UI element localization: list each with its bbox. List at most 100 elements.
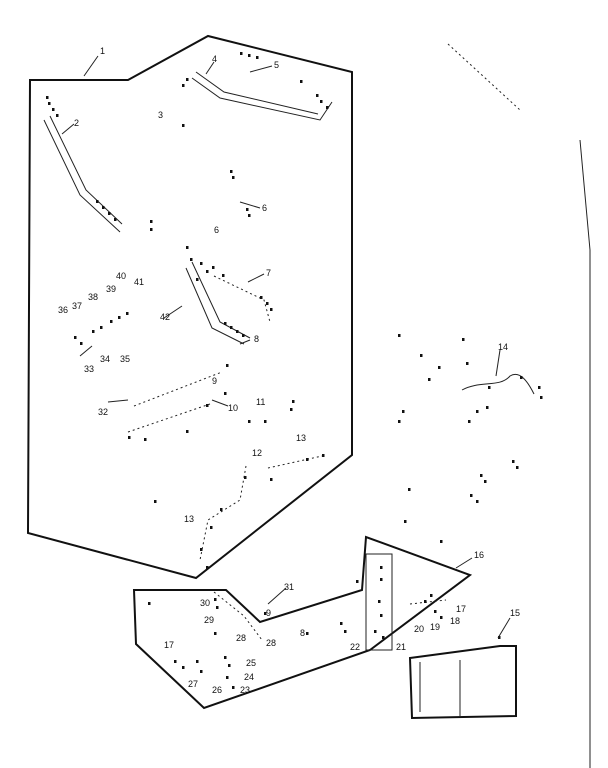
hardware-dot bbox=[380, 566, 383, 569]
hardware-dot bbox=[316, 94, 319, 97]
part9-bar bbox=[127, 371, 223, 433]
callout-14: 14 bbox=[498, 342, 508, 352]
hardware-dot bbox=[248, 214, 251, 217]
hardware-dot bbox=[74, 336, 77, 339]
hardware-dot bbox=[182, 124, 185, 127]
hardware-dot bbox=[420, 354, 423, 357]
hardware-dot bbox=[214, 632, 217, 635]
hardware-dot bbox=[378, 600, 381, 603]
hardware-dot bbox=[128, 436, 131, 439]
callout-1: 1 bbox=[100, 46, 105, 56]
hardware-dot bbox=[260, 296, 263, 299]
hardware-dot bbox=[424, 600, 427, 603]
callout-28-right: 28 bbox=[266, 638, 276, 648]
hardware-dot bbox=[404, 520, 407, 523]
hardware-dot bbox=[248, 420, 251, 423]
callout-31: 31 bbox=[284, 582, 294, 592]
hardware-dot bbox=[224, 656, 227, 659]
callout-36: 36 bbox=[58, 305, 68, 315]
bottom-panel-outline bbox=[132, 535, 473, 710]
hardware-dot bbox=[154, 500, 157, 503]
hardware-dot bbox=[196, 278, 199, 281]
hardware-dot bbox=[96, 200, 99, 203]
callout-29: 29 bbox=[204, 615, 214, 625]
small-panel-outline bbox=[408, 645, 517, 720]
hardware-dot bbox=[206, 404, 209, 407]
callout-5: 5 bbox=[274, 60, 279, 70]
part15-detail bbox=[419, 660, 461, 716]
hardware-dot bbox=[516, 466, 519, 469]
hardware-dot bbox=[240, 52, 243, 55]
hardware-dot bbox=[270, 478, 273, 481]
hardware-dot bbox=[306, 632, 309, 635]
callout-6-upper: 6 bbox=[262, 203, 267, 213]
hardware-dot bbox=[264, 612, 267, 615]
hardware-dot bbox=[210, 526, 213, 529]
hardware-dot bbox=[206, 270, 209, 273]
callout-13-upper: 13 bbox=[296, 433, 306, 443]
hardware-dot bbox=[430, 594, 433, 597]
leader-lines bbox=[61, 55, 511, 639]
hardware-dot bbox=[206, 566, 209, 569]
hardware-dot bbox=[438, 366, 441, 369]
callout-20: 20 bbox=[414, 624, 424, 634]
hardware-dot bbox=[488, 386, 491, 389]
hardware-dot bbox=[480, 474, 483, 477]
hardware-dot bbox=[108, 212, 111, 215]
callout-10: 10 bbox=[228, 403, 238, 413]
hardware-dot bbox=[520, 376, 523, 379]
hardware-dot bbox=[110, 320, 113, 323]
hardware-dots bbox=[46, 52, 543, 689]
hardware-dot bbox=[186, 430, 189, 433]
hardware-dot bbox=[434, 610, 437, 613]
callout-37: 37 bbox=[72, 301, 82, 311]
hardware-dot bbox=[428, 378, 431, 381]
hardware-dot bbox=[182, 666, 185, 669]
callout-32: 32 bbox=[98, 407, 108, 417]
hardware-dot bbox=[248, 54, 251, 57]
hardware-dot bbox=[468, 420, 471, 423]
hardware-dot bbox=[216, 606, 219, 609]
callout-8-bottom: 8 bbox=[300, 628, 305, 638]
hardware-dot bbox=[174, 660, 177, 663]
callout-13-lower: 13 bbox=[184, 514, 194, 524]
hardware-dot bbox=[246, 208, 249, 211]
callout-18: 18 bbox=[450, 616, 460, 626]
callout-23: 23 bbox=[240, 685, 250, 695]
callout-21: 21 bbox=[396, 642, 406, 652]
hardware-dot bbox=[220, 508, 223, 511]
part21-plate bbox=[365, 553, 393, 651]
hardware-dot bbox=[148, 602, 151, 605]
callout-40: 40 bbox=[116, 271, 126, 281]
hardware-dot bbox=[190, 258, 193, 261]
hardware-dot bbox=[144, 438, 147, 441]
hardware-dot bbox=[356, 580, 359, 583]
callout-12: 12 bbox=[252, 448, 262, 458]
hardware-dot bbox=[222, 274, 225, 277]
hardware-dot bbox=[46, 96, 49, 99]
hardware-dot bbox=[538, 386, 541, 389]
hardware-dot bbox=[200, 262, 203, 265]
hardware-dot bbox=[228, 664, 231, 667]
hardware-dot bbox=[462, 338, 465, 341]
hardware-dot bbox=[326, 106, 329, 109]
callouts: 1 2 3 4 5 6 6 7 8 9 10 11 12 13 13 14 15… bbox=[58, 46, 520, 695]
hardware-dot bbox=[408, 488, 411, 491]
hardware-dot bbox=[512, 460, 515, 463]
hardware-dot bbox=[48, 102, 51, 105]
hardware-dot bbox=[380, 578, 383, 581]
callout-35: 35 bbox=[120, 354, 130, 364]
hardware-dot bbox=[224, 322, 227, 325]
callout-19: 19 bbox=[430, 622, 440, 632]
hardware-dot bbox=[440, 540, 443, 543]
hardware-dot bbox=[292, 400, 295, 403]
hardware-dot bbox=[486, 406, 489, 409]
hardware-dot bbox=[126, 312, 129, 315]
part14-wire bbox=[461, 374, 535, 395]
main-panel-outline bbox=[26, 34, 353, 580]
hardware-dot bbox=[114, 218, 117, 221]
hardware-dot bbox=[470, 494, 473, 497]
callout-30: 30 bbox=[200, 598, 210, 608]
callout-25: 25 bbox=[246, 658, 256, 668]
